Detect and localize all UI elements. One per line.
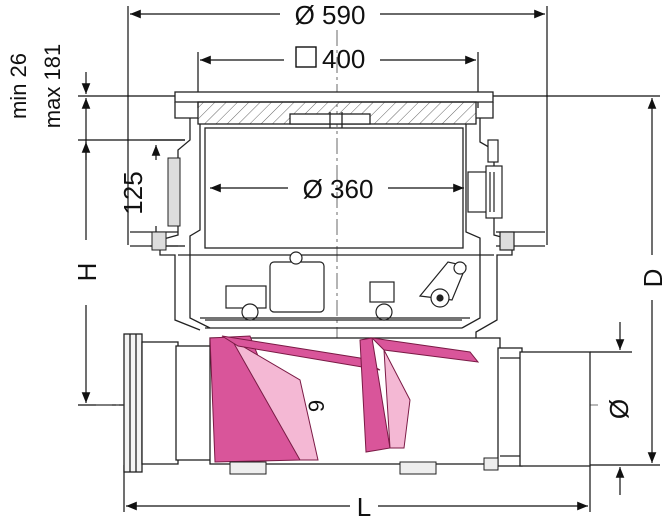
square-symbol — [295, 46, 317, 68]
pipe-body — [123, 333, 591, 473]
label-pipe-diameter: Ø — [604, 399, 634, 419]
label-height-125: 125 — [118, 171, 148, 214]
label-depth-D: D — [638, 269, 668, 288]
left-gasket — [151, 157, 181, 251]
label-diameter-360: Ø 360 — [303, 174, 374, 204]
side-connector — [467, 139, 515, 251]
label-min-26: min 26 — [6, 53, 31, 119]
lock-mechanism — [200, 251, 470, 321]
body-walls — [130, 118, 545, 352]
label-square-400: 400 — [322, 44, 365, 74]
label-length-L: L — [357, 492, 371, 522]
bottom-ribs — [229, 457, 499, 475]
backflow-flaps — [209, 335, 480, 463]
dimension-lines — [78, 6, 660, 512]
label-offset-9: 9 — [304, 400, 329, 412]
label-diameter-590: Ø 590 — [295, 0, 366, 30]
grating-frame — [174, 91, 494, 128]
label-max-181: max 181 — [40, 44, 65, 128]
label-height-H: H — [72, 263, 102, 282]
